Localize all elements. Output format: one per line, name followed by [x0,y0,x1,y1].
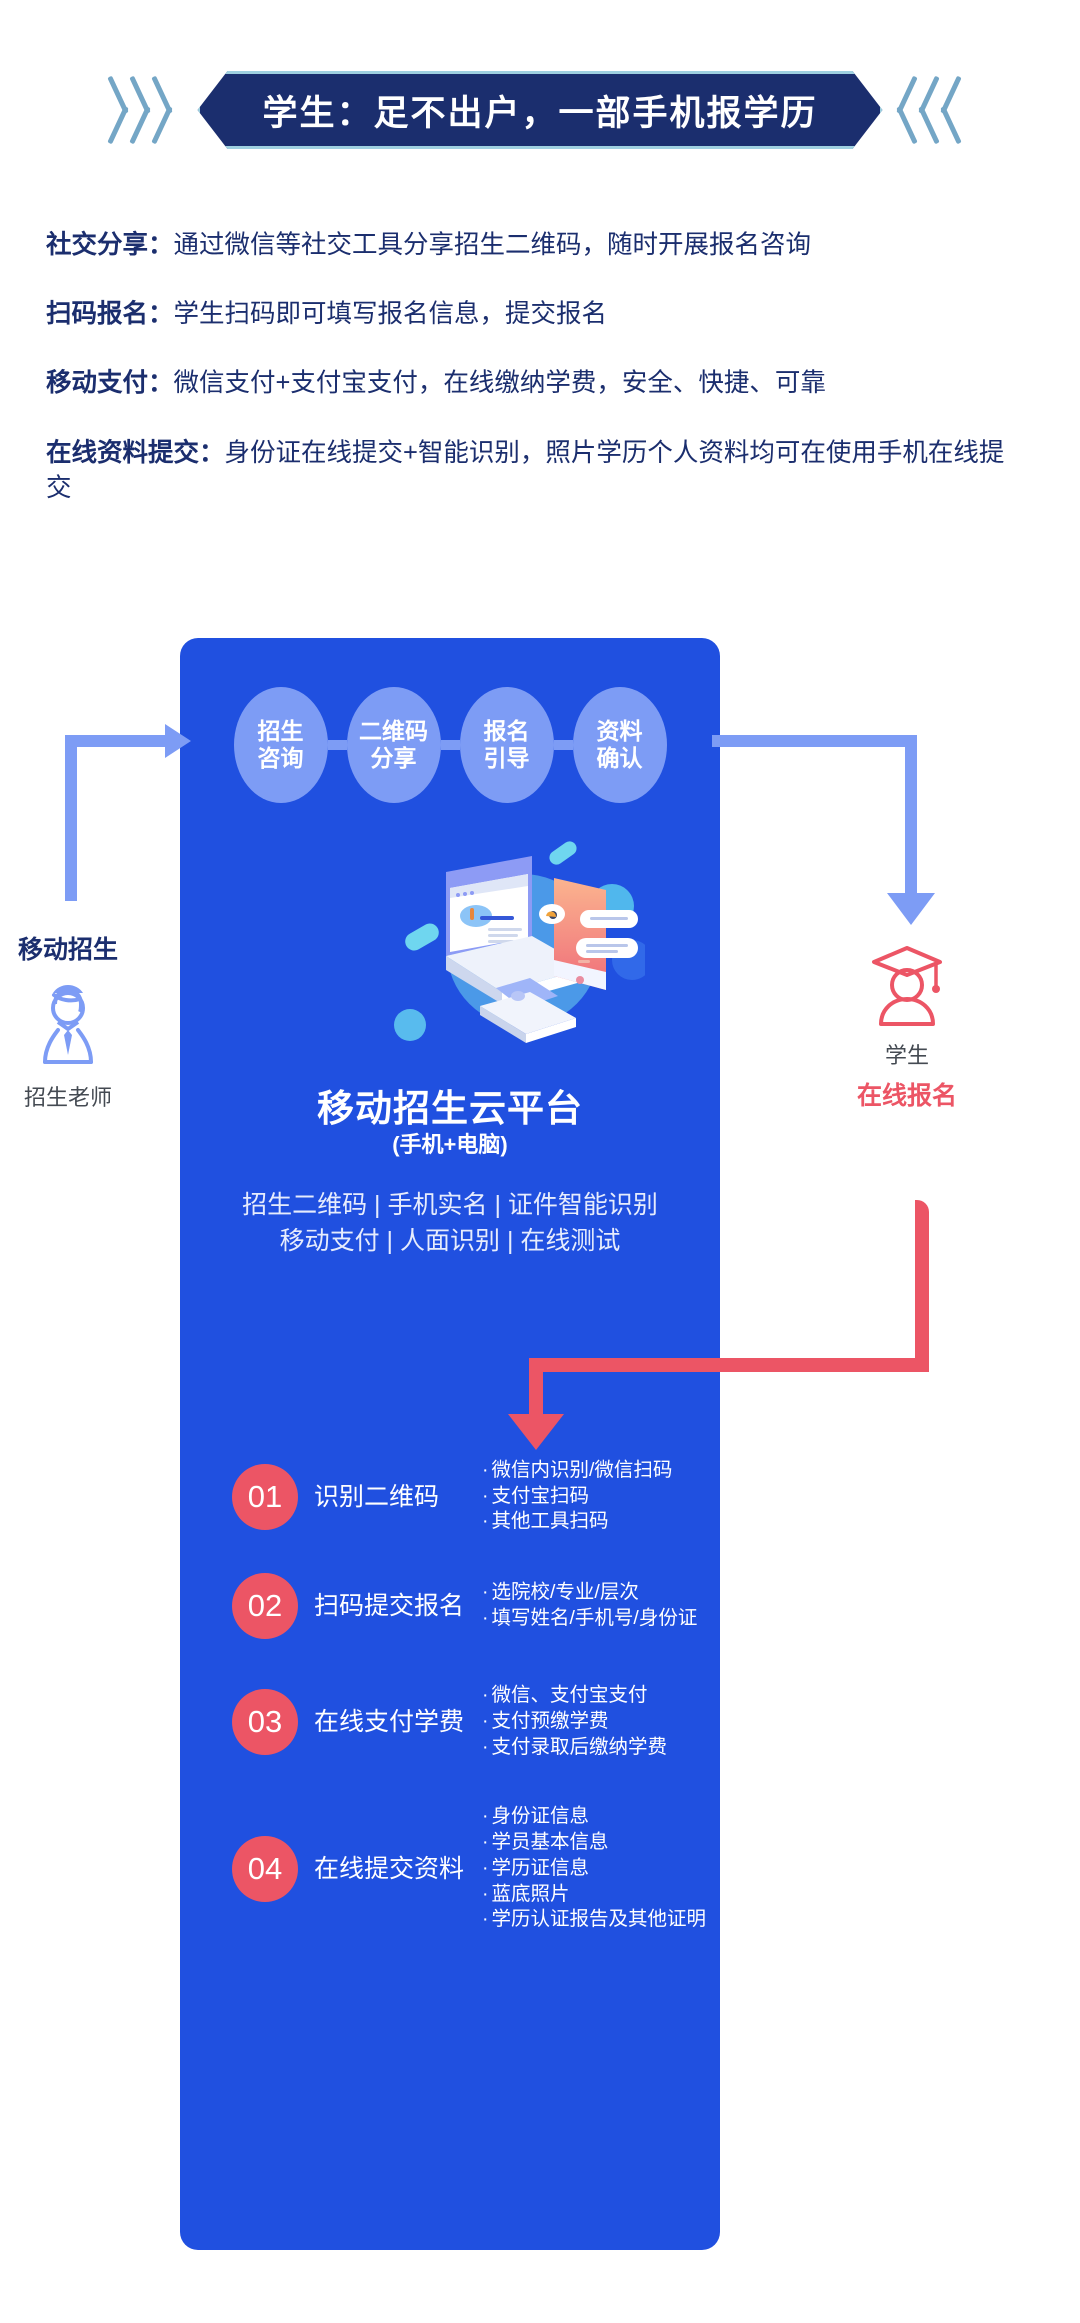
chevrons-right-icon [893,73,959,147]
flow-connector [440,740,460,750]
teacher-person-icon [0,982,158,1072]
step-detail-item: 选院校/专业/层次 [482,1580,697,1606]
student-caption: 学生 [884,1043,929,1068]
step-item-01: 01 识别二维码 微信内识别/微信扫码 支付宝扫码 其他工具扫码 [232,1458,702,1535]
step-detail-item: 微信、支付宝支付 [482,1683,667,1709]
step-item-02: 02 扫码提交报名 选院校/专业/层次 填写姓名/手机号/身份证 [232,1569,702,1643]
header-banner: 学生：足不出户，一部手机报学历 [0,64,1080,156]
student-return-line-down [529,1358,543,1424]
flow-connector [327,740,347,750]
student-return-corner [529,1358,543,1372]
step-detail-item: 身份证信息 [482,1804,706,1830]
mobile-recruit-label: 移动招生 [17,936,118,964]
page-title: 学生：足不出户，一部手机报学历 [262,93,818,133]
teacher-to-flow-arrow [65,724,191,758]
flow-step-line1: 二维码 [359,717,428,744]
step-detail-list: 微信内识别/微信扫码 支付宝扫码 其他工具扫码 [482,1458,673,1535]
step-number-badge: 02 [232,1573,298,1640]
flow-to-student-line-v [905,735,917,900]
flow-to-student-line-h [712,735,917,747]
bullet-label: 扫码报名： [46,300,174,329]
bullet-text: 通过微信等社交工具分享招生二维码，随时开展报名咨询 [173,231,812,259]
platform-features-line1: 招生二维码 | 手机实名 | 证件智能识别 [242,1191,658,1219]
graduate-student-icon [817,940,997,1030]
flow-steps-row: 招生 咨询 二维码 分享 报名 引导 资料 确认 [180,686,720,804]
student-return-line-h [529,1358,929,1372]
platform-subtitle: (手机+电脑) [392,1132,508,1157]
bullet-item: 移动支付：微信支付+支付宝支付，在线缴纳学费，安全、快捷、可靠 [46,366,1046,401]
platform-features-line2: 移动支付 | 人面识别 | 在线测试 [279,1226,621,1255]
flow-step-line1: 招生 [257,717,304,744]
bullet-label: 在线资料提交： [46,438,225,467]
desktop-and-phone-cloud-illustration [380,810,652,1060]
step-detail-item: 蓝底照片 [482,1882,706,1908]
bullet-item: 社交分享：通过微信等社交工具分享招生二维码，随时开展报名咨询 [46,228,1046,263]
step-detail-item: 支付预缴学费 [482,1709,667,1735]
bullet-label: 移动支付： [46,369,174,398]
feature-bullet-list: 社交分享：通过微信等社交工具分享招生二维码，随时开展报名咨询 扫码报名：学生扫码… [46,228,1046,540]
platform-features: 招生二维码 | 手机实名 | 证件智能识别 移动支付 | 人面识别 | 在线测试 [180,1188,720,1259]
step-name: 扫码提交报名 [314,1592,465,1621]
flow-step-line2: 分享 [370,745,417,771]
flow-step-material-confirm: 资料 确认 [572,687,667,803]
step-detail-item: 支付录取后缴纳学费 [482,1735,668,1761]
flow-step-qrcode-share: 二维码 分享 [346,687,441,803]
bullet-text: 身份证在线提交+智能识别，照片学历个人资料均可在使用手机在线提交 [46,438,1005,502]
flow-step-line1: 资料 [596,717,643,744]
bullet-text: 微信支付+支付宝支付，在线缴纳学费，安全、快捷、可靠 [173,369,826,398]
flow-step-recruit-consult: 招生 咨询 [233,687,328,803]
teacher-caption: 招生老师 [23,1085,112,1110]
bullet-item: 扫码报名：学生扫码即可填写报名信息，提交报名 [46,297,1046,332]
actor-teacher: 移动招生 招生老师 [0,930,158,1112]
numbered-steps-list: 01 识别二维码 微信内识别/微信扫码 支付宝扫码 其他工具扫码 02 扫码提交… [232,1458,706,1959]
flow-step-line2: 引导 [483,745,530,771]
step-detail-list: 选院校/专业/层次 填写姓名/手机号/身份证 [482,1580,698,1632]
bullet-item: 在线资料提交：身份证在线提交+智能识别，照片学历个人资料均可在使用手机在线提交 [46,436,1006,506]
step-item-03: 03 在线支付学费 微信、支付宝支付 支付预缴学费 支付录取后缴纳学费 [232,1683,702,1760]
flow-to-student-arrowhead [887,893,935,925]
student-return-line-v [915,1200,929,1365]
flow-step-line2: 确认 [596,745,643,771]
flow-connector [553,740,573,750]
step-detail-item: 支付宝扫码 [482,1484,672,1510]
bullet-text: 学生扫码即可填写报名信息，提交报名 [173,300,608,329]
flow-step-line2: 咨询 [257,745,304,771]
step-number-badge: 04 [232,1835,298,1902]
step-name: 在线提交资料 [314,1854,465,1883]
step-detail-item: 学历证信息 [482,1856,706,1882]
step-item-04: 04 在线提交资料 身份证信息 学员基本信息 学历证信息 蓝底照片 学历认证报告… [232,1804,706,1933]
step-detail-item: 填写姓名/手机号/身份证 [482,1606,698,1632]
chevrons-left-icon [121,73,187,147]
step-detail-item: 学员基本信息 [482,1830,706,1856]
teacher-connector-line [65,741,77,901]
step-detail-list: 身份证信息 学员基本信息 学历证信息 蓝底照片 学历认证报告及其他证明 [482,1804,707,1933]
step-detail-item: 学历认证报告及其他证明 [482,1907,707,1933]
banner-plate: 学生：足不出户，一部手机报学历 [197,68,882,152]
step-detail-item: 微信内识别/微信扫码 [482,1458,673,1484]
step-name: 识别二维码 [314,1482,440,1511]
flow-step-line1: 报名 [483,717,530,744]
platform-title: 移动招生云平台 [317,1088,583,1129]
step-name: 在线支付学费 [314,1707,465,1736]
step-number-badge: 03 [232,1688,298,1755]
step-detail-list: 微信、支付宝支付 支付预缴学费 支付录取后缴纳学费 [482,1683,668,1761]
student-return-arrowhead [508,1414,564,1450]
step-number-badge: 01 [232,1463,298,1530]
actor-student: 学生 在线报名 [817,940,997,1112]
flow-step-signup-guide: 报名 引导 [459,687,554,803]
step-detail-item: 其他工具扫码 [482,1509,672,1535]
online-signup-highlight: 在线报名 [856,1082,957,1110]
bullet-label: 社交分享： [46,231,174,259]
